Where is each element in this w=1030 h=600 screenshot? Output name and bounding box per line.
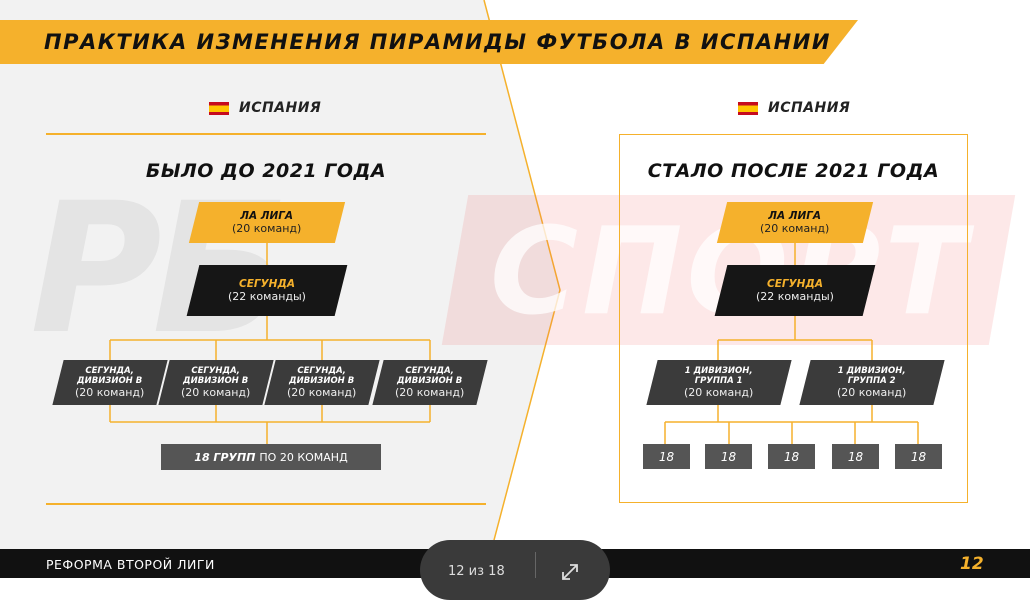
division-line1: СЕГУНДА, xyxy=(85,366,135,376)
after-segunda-box: СЕГУНДА (22 команды) xyxy=(714,265,876,316)
after-laliga-box: ЛА ЛИГА (20 команд) xyxy=(716,202,874,243)
division-teams: (20 команд) xyxy=(75,386,145,399)
spain-flag-icon xyxy=(209,101,229,115)
before-segunda-teams: (22 команды) xyxy=(228,290,306,303)
before-laliga-teams: (20 команд) xyxy=(232,222,302,235)
title-banner xyxy=(0,20,858,64)
before-division-box: СЕГУНДА, ДИВИЗИОН В (20 команд) xyxy=(264,360,380,405)
division-line2: ГРУППА 1 xyxy=(695,376,743,386)
page-number: 12 xyxy=(960,554,984,574)
division-teams: (20 команд) xyxy=(181,386,251,399)
after-division-box: 1 ДИВИЗИОН, ГРУППА 2 (20 команд) xyxy=(799,360,945,405)
spain-flag-icon xyxy=(738,101,758,115)
division-teams: (20 команд) xyxy=(837,386,907,399)
before-laliga-box: ЛА ЛИГА (20 команд) xyxy=(188,202,346,243)
after-country: ИСПАНИЯ xyxy=(738,100,850,116)
before-segunda-name: СЕГУНДА xyxy=(239,278,295,290)
division-teams: (20 команд) xyxy=(684,386,754,399)
after-segunda-name: СЕГУНДА xyxy=(767,278,823,290)
after-frame xyxy=(619,134,968,503)
division-teams: (20 команд) xyxy=(287,386,357,399)
division-line2: ДИВИЗИОН В xyxy=(289,376,355,386)
before-laliga-name: ЛА ЛИГА xyxy=(240,210,294,222)
division-line1: 1 ДИВИЗИОН, xyxy=(685,366,753,376)
before-country-label: ИСПАНИЯ xyxy=(239,100,322,116)
after-title: СТАЛО ПОСЛЕ 2021 ГОДА xyxy=(647,160,940,182)
before-segunda-box: СЕГУНДА (22 команды) xyxy=(186,265,348,316)
after-laliga-name: ЛА ЛИГА xyxy=(768,210,822,222)
before-division-box: СЕГУНДА, ДИВИЗИОН В (20 команд) xyxy=(52,360,168,405)
after-segunda-teams: (22 команды) xyxy=(756,290,834,303)
group-chip: 18 xyxy=(705,444,752,469)
after-laliga-teams: (20 команд) xyxy=(760,222,830,235)
before-groups-bar: 18 ГРУПП ПО 20 КОМАНД xyxy=(161,444,381,470)
panel-divider xyxy=(483,0,561,578)
division-line1: 1 ДИВИЗИОН, xyxy=(838,366,906,376)
connector-lines xyxy=(109,243,919,444)
groups-count: 18 ГРУПП xyxy=(194,450,256,464)
before-bottom-rule xyxy=(46,503,486,505)
expand-icon[interactable] xyxy=(560,562,580,582)
group-chip: 18 xyxy=(895,444,942,469)
division-line1: СЕГУНДА, xyxy=(405,366,455,376)
division-line2: ДИВИЗИОН В xyxy=(397,376,463,386)
division-line1: СЕГУНДА, xyxy=(297,366,347,376)
before-division-box: СЕГУНДА, ДИВИЗИОН В (20 команд) xyxy=(372,360,488,405)
pager-text: 12 из 18 xyxy=(448,564,505,579)
division-line2: ДИВИЗИОН В xyxy=(183,376,249,386)
group-chip: 18 xyxy=(832,444,879,469)
division-line1: СЕГУНДА, xyxy=(191,366,241,376)
division-teams: (20 команд) xyxy=(395,386,465,399)
group-chip: 18 xyxy=(643,444,690,469)
before-division-box: СЕГУНДА, ДИВИЗИОН В (20 команд) xyxy=(158,360,274,405)
division-line2: ГРУППА 2 xyxy=(848,376,896,386)
groups-rest: ПО 20 КОМАНД xyxy=(259,450,348,464)
before-top-rule xyxy=(46,133,486,135)
division-line2: ДИВИЗИОН В xyxy=(77,376,143,386)
after-country-label: ИСПАНИЯ xyxy=(768,100,851,116)
group-chip: 18 xyxy=(768,444,815,469)
footer-title: РЕФОРМА ВТОРОЙ ЛИГИ xyxy=(46,557,215,572)
before-title: БЫЛО ДО 2021 ГОДА xyxy=(145,160,387,182)
before-country: ИСПАНИЯ xyxy=(209,100,321,116)
pager-separator xyxy=(535,552,536,578)
after-division-box: 1 ДИВИЗИОН, ГРУППА 1 (20 команд) xyxy=(646,360,792,405)
page-title: ПРАКТИКА ИЗМЕНЕНИЯ ПИРАМИДЫ ФУТБОЛА В ИС… xyxy=(44,30,831,54)
